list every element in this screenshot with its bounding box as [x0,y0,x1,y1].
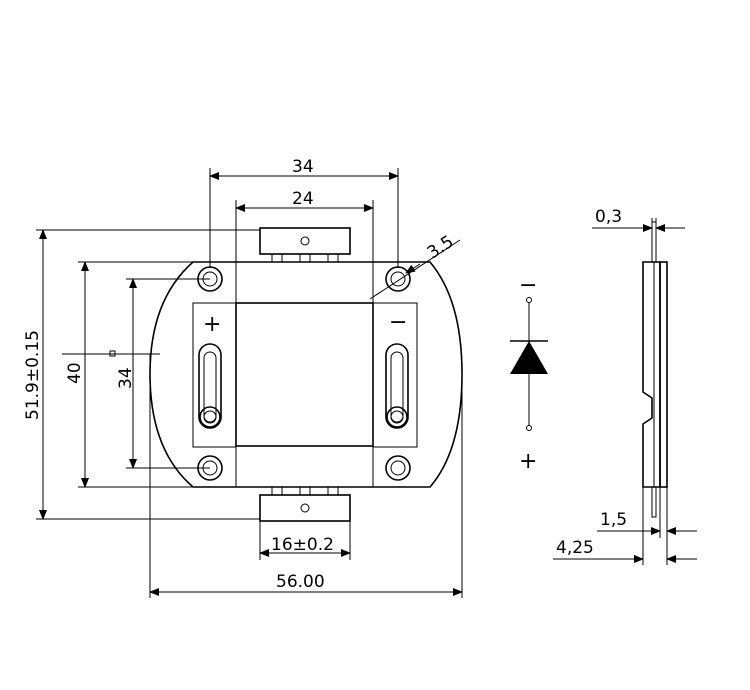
side-view [642,221,668,518]
pad-slot-left [198,343,222,429]
side-dimensions: 0,3 1,5 4,25 [553,207,697,565]
dim-substrate-thickness: 1,5 [600,510,627,530]
led-symbol: − + [510,273,548,474]
dimension-lines: 34 24 3.5 51.9±0.15 40 34 16±0.2 [23,157,463,598]
plus-mark-body: + [203,312,221,337]
dim-hole-diameter: 3.5 [424,232,458,264]
body-outline [192,262,418,487]
top-terminal [259,227,351,262]
minus-mark-body: − [389,310,407,335]
substrate-outline [149,261,463,488]
mounting-holes [197,266,411,481]
plus-symbol: + [519,449,537,474]
dim-terminal-width: 16±0.2 [271,535,334,555]
minus-symbol: − [519,273,537,298]
dim-total-thickness: 4,25 [556,538,594,558]
emitter-area [235,302,374,447]
dim-pad-spacing: 34 [292,157,314,177]
dim-hole-vertical: 34 [116,367,136,389]
dim-pin-thickness: 0,3 [595,207,622,227]
dim-overall-height: 51.9±0.15 [23,330,43,420]
pad-slot-right [385,343,409,429]
dim-overall-width: 56.00 [276,572,325,592]
dim-mount-spacing: 24 [292,189,314,209]
dim-body-height: 40 [65,362,85,384]
front-view: + − [149,227,463,522]
bottom-terminal [259,487,351,522]
diode-triangle-icon [510,341,548,374]
